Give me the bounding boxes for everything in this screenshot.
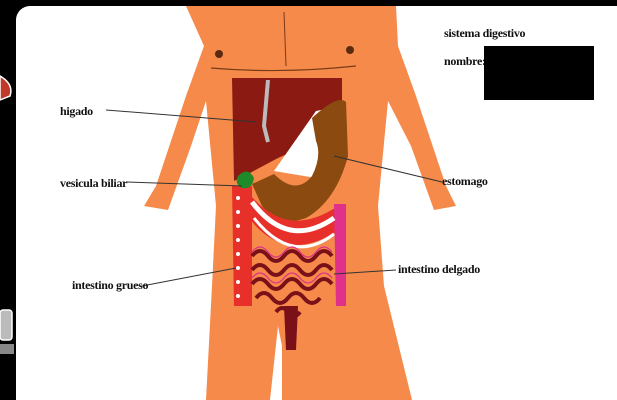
small-intestine-label: intestino delgado	[398, 262, 480, 277]
chest-mark-right	[346, 46, 354, 54]
diagram-card: sistema digestivo nombre: higado vesicul…	[16, 6, 617, 400]
gallbladder-label: vesicula biliar	[60, 176, 127, 191]
liver-label: higado	[60, 104, 93, 119]
large-intestine-label: intestino grueso	[72, 278, 148, 293]
chest-mark-left	[215, 50, 223, 58]
name-label: nombre:	[444, 54, 486, 69]
diagram-title: sistema digestivo	[444, 26, 525, 41]
stomach-label: estomago	[442, 174, 488, 189]
large-intestine-right	[334, 204, 346, 306]
rectum-shape	[284, 306, 298, 350]
name-redaction-box	[484, 46, 594, 100]
